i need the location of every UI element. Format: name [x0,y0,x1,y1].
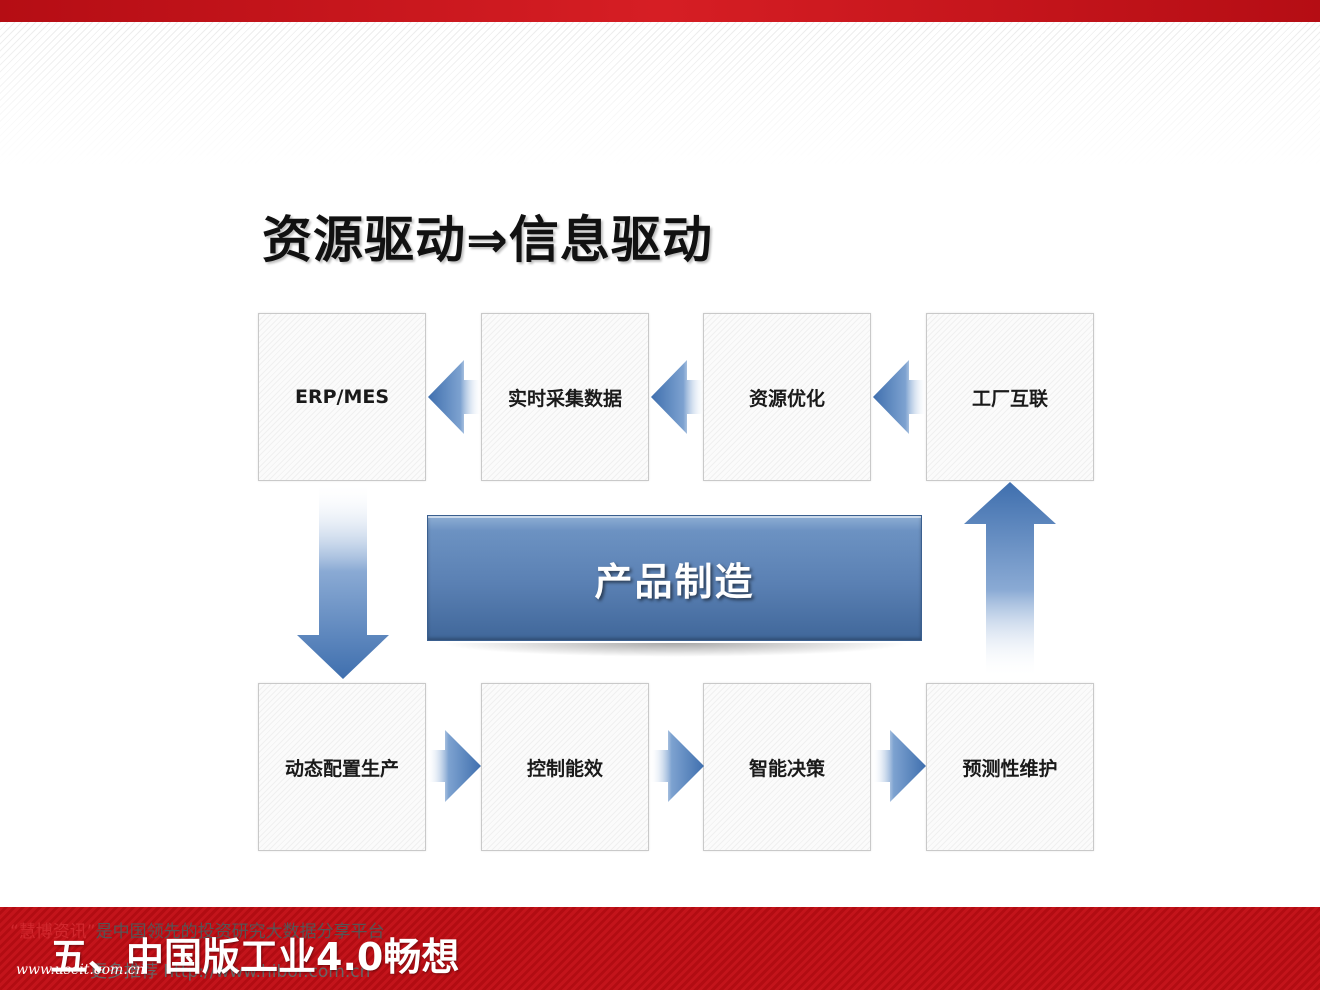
arrow-left-icon [651,360,705,434]
node-resource-optimization: 资源优化 [703,313,871,481]
arrow-left-icon [873,360,927,434]
arrow-right-icon [650,730,704,802]
section-title: 五、中国版工业4.0畅想 [50,935,460,979]
arrow-up-icon [964,482,1056,678]
arrow-right-icon [872,730,926,802]
center-label: 产品制造 [594,559,755,604]
arrow-left-icon [428,360,482,434]
node-realtime-data: 实时采集数据 [481,313,649,481]
watermark-text: 是中国领先的投资研究大数据分享平台 [95,922,385,942]
arrow-right-icon [427,730,481,802]
node-label: 资源优化 [748,387,825,410]
center-product-manufacturing: 产品制造 [427,515,922,641]
slide-title: 资源驱动⇒信息驱动 [262,211,713,269]
node-label: 智能决策 [748,757,825,780]
watermark-brand: “慧博资讯” [10,922,96,942]
node-label: 实时采集数据 [507,387,622,410]
top-red-bar [0,0,1320,22]
node-energy-control: 控制能效 [481,683,649,851]
node-smart-decision: 智能决策 [703,683,871,851]
node-predictive-maintenance: 预测性维护 [926,683,1094,851]
node-label: 控制能效 [526,757,603,780]
top-hatch-band [0,22,1320,167]
center-shadow [440,643,910,657]
node-label: 预测性维护 [962,757,1058,780]
arrow-down-icon [297,483,389,679]
node-label: 工厂互联 [971,387,1048,410]
node-label: 动态配置生产 [284,757,399,780]
watermark-site: www.useit.com.cn [16,962,145,978]
node-factory-interconnect: 工厂互联 [926,313,1094,481]
node-dynamic-production: 动态配置生产 [258,683,426,851]
watermark-line1: “慧博资讯”是中国领先的投资研究大数据分享平台 [10,917,385,942]
watermark-line2: 更多推荐 http://www.hibor.com.cn [90,962,371,982]
bottom-red-bar [0,907,1320,990]
node-erp-mes: ERP/MES [258,313,426,481]
node-label: ERP/MES [294,386,390,408]
